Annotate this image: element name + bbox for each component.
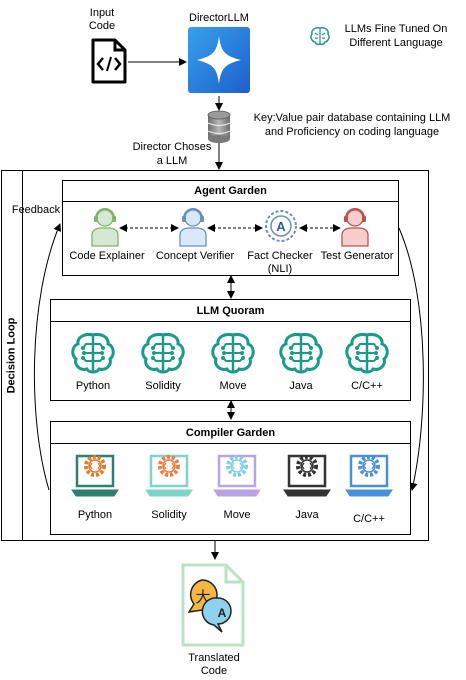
agent-label-fact-checker-sub: (NLI) [267, 263, 293, 275]
compiler-label: C/C++ [353, 513, 385, 525]
compiler-garden-title: Compiler Garden [50, 421, 411, 444]
compiler-label: Move [223, 509, 251, 521]
compiler-label: Python [77, 509, 113, 521]
input-label-1: Input [89, 7, 115, 19]
svg-text:A: A [276, 219, 286, 234]
legend-line-1: LLMs Fine Tuned On [344, 23, 448, 35]
decision-loop-sidebar [1, 170, 23, 541]
llm-label: Move [219, 380, 247, 392]
input-label-2: Code [88, 20, 116, 32]
legend-line-2: Different Language [349, 37, 443, 49]
return-curve [398, 227, 424, 491]
compiler-label: Java [295, 509, 319, 521]
translated-code-icon[interactable]: 大 A [180, 562, 246, 648]
agent-label-test-generator: Test Generator [320, 250, 394, 262]
decision-loop-label: Decision Loop [5, 317, 18, 394]
svg-text:A: A [218, 606, 227, 620]
brain-legend-icon [310, 27, 330, 46]
llm-label: Python [75, 380, 111, 392]
director-llm-icon[interactable] [187, 26, 251, 94]
compiler-laptop-icon[interactable] [282, 450, 332, 498]
feedback-curve [33, 223, 61, 491]
database-desc-1: Key:Value pair database containing LLM [253, 112, 451, 124]
compiler-laptop-icon[interactable] [344, 450, 394, 498]
director-choice-1: Director Choses [132, 141, 212, 153]
director-choice-2: a LLM [156, 155, 188, 167]
director-title: DirectorLLM [189, 12, 249, 24]
llm-label: C/C++ [351, 380, 383, 392]
feedback-label: Feedback [11, 204, 61, 216]
fact-checker-icon[interactable]: A [263, 208, 299, 244]
code-explainer-agent-icon[interactable] [90, 205, 120, 247]
llm-brain-icon[interactable] [342, 331, 392, 375]
llm-label: Java [289, 380, 313, 392]
llm-quoram-title: LLM Quoram [50, 299, 411, 322]
output-label-2: Code [200, 665, 228, 677]
llm-brain-icon[interactable] [68, 331, 118, 375]
llm-brain-icon[interactable] [208, 331, 258, 375]
database-desc-2: and Proficiency on coding language [264, 126, 440, 138]
output-label-1: Translated [188, 652, 240, 664]
agent-label-fact-checker: Fact Checker [247, 250, 313, 262]
agent-label-concept-verifier: Concept Verifier [155, 250, 235, 262]
test-generator-agent-icon[interactable] [340, 205, 370, 247]
agent-garden-title: Agent Garden [62, 180, 399, 202]
compiler-label: Solidity [151, 509, 187, 521]
concept-verifier-agent-icon[interactable] [178, 205, 208, 247]
llm-brain-icon[interactable] [276, 331, 326, 375]
llm-label: Solidity [145, 380, 181, 392]
database-icon[interactable] [205, 110, 233, 144]
agent-label-code-explainer: Code Explainer [69, 250, 145, 262]
llm-brain-icon[interactable] [138, 331, 188, 375]
compiler-laptop-icon[interactable] [70, 450, 120, 498]
compiler-laptop-icon[interactable] [144, 450, 194, 498]
code-file-icon [91, 38, 127, 84]
compiler-laptop-icon[interactable] [212, 450, 262, 498]
